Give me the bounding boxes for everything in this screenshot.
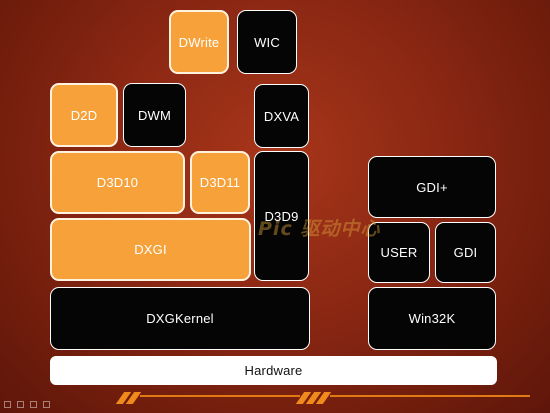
dwm-label: DWM <box>137 107 172 123</box>
d2d-block: D2D <box>50 83 118 147</box>
dxgi-block: DXGI <box>50 218 251 281</box>
d3d10-label: D3D10 <box>96 175 139 190</box>
win32k-label: Win32K <box>408 311 456 326</box>
wic-label: WIC <box>254 34 280 50</box>
d3d9-label: D3D9 <box>264 208 299 224</box>
gdi-block: GDI <box>435 222 496 283</box>
dxgkernel-label: DXGKernel <box>146 311 214 326</box>
gdi-label: GDI <box>453 245 478 260</box>
dxgkernel-block: DXGKernel <box>50 287 310 350</box>
pen-icon <box>17 401 24 408</box>
dxva-block: DXVA <box>254 84 309 148</box>
user-label: USER <box>380 245 418 260</box>
next-icon <box>43 401 50 408</box>
dxgi-label: DXGI <box>134 242 167 257</box>
d3d10-block: D3D10 <box>50 151 185 214</box>
watermark: Pic 驱动中心 <box>258 218 381 240</box>
footer-decoration <box>0 389 550 413</box>
d3d9-block: D3D9 <box>254 151 309 281</box>
slide-controls <box>4 401 50 408</box>
d3d11-label: D3D11 <box>199 175 241 190</box>
dwrite-block: DWrite <box>169 10 229 74</box>
menu-icon <box>30 401 37 408</box>
hardware-block: Hardware <box>50 356 497 385</box>
dwm-block: DWM <box>123 83 186 147</box>
wic-block: WIC <box>237 10 297 74</box>
hardware-label: Hardware <box>244 363 303 378</box>
gdi-plus-block: GDI+ <box>368 156 496 218</box>
d2d-label: D2D <box>70 107 98 123</box>
dxva-label: DXVA <box>263 108 300 124</box>
d3d11-block: D3D11 <box>190 151 250 214</box>
gdi-plus-label: GDI+ <box>416 179 448 195</box>
win32k-block: Win32K <box>368 287 496 350</box>
user-block: USER <box>368 222 430 283</box>
dwrite-label: DWrite <box>178 34 220 50</box>
prev-icon <box>4 401 11 408</box>
